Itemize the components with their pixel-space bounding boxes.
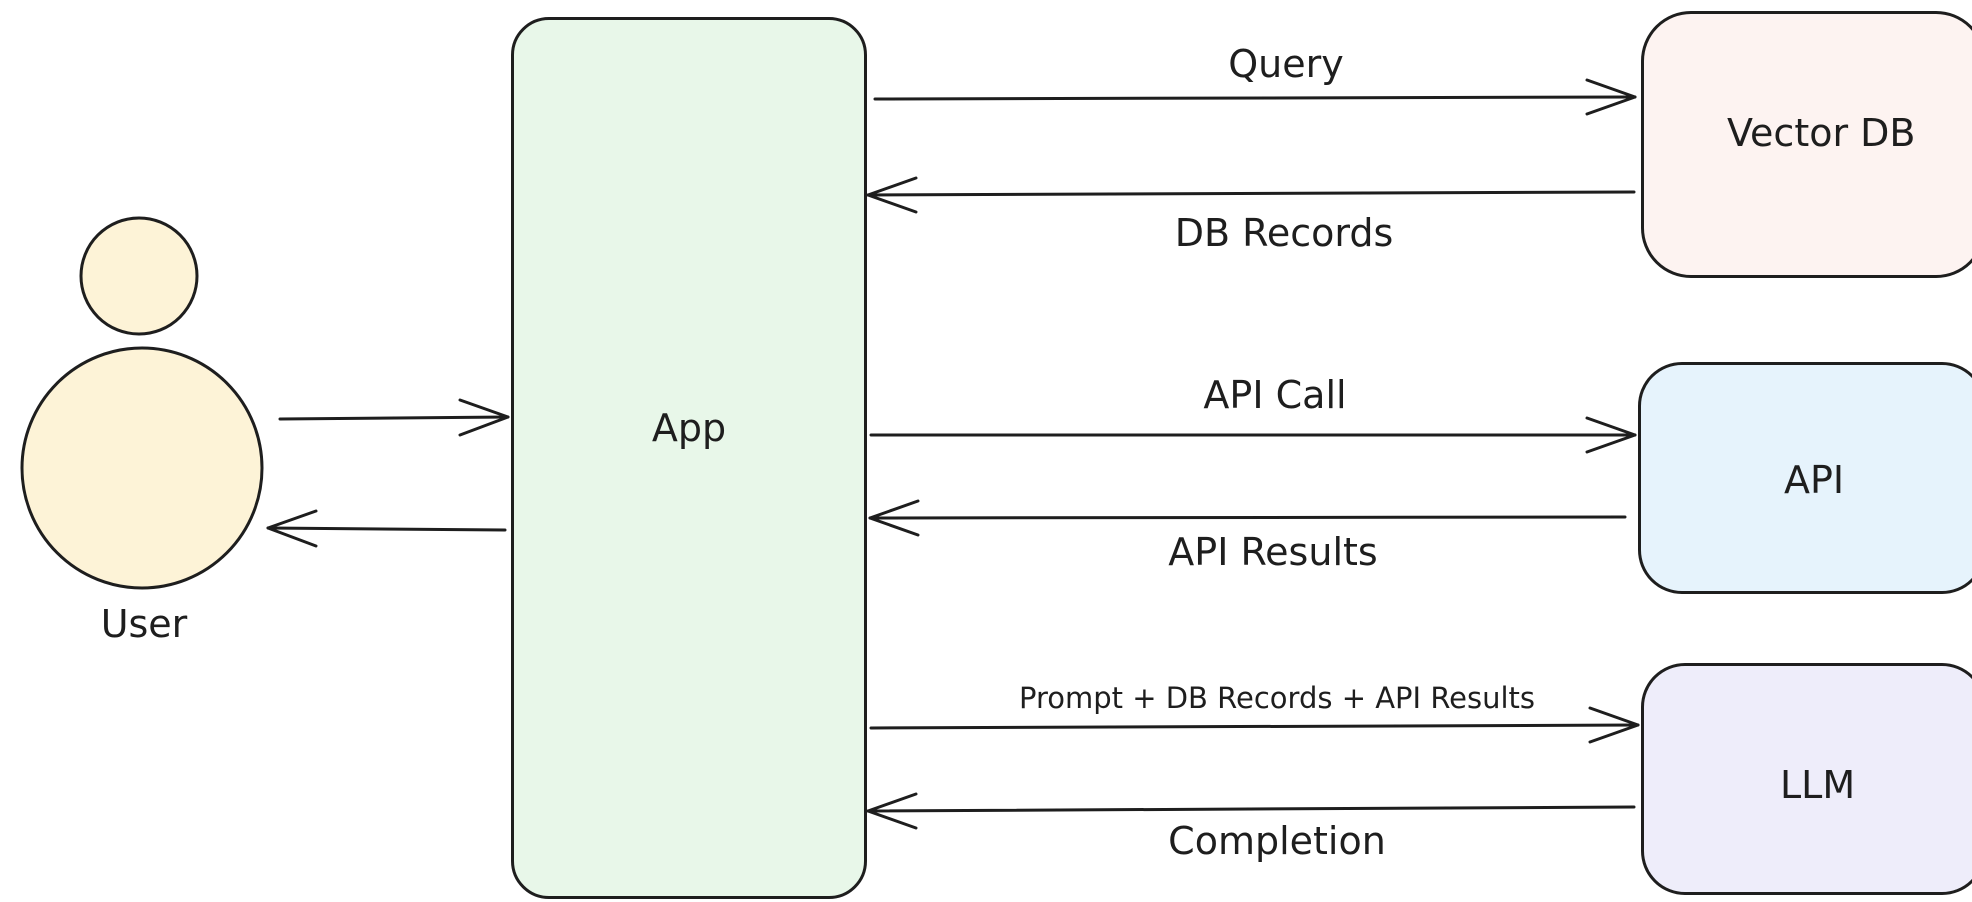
arrow-user-to-app [278,398,510,437]
api-label: API [1784,458,1845,502]
arrow-prompt [869,706,1640,744]
edge-label-prompt: Prompt + DB Records + API Results [1018,681,1536,715]
vector-db-label: Vector DB [1727,110,1916,155]
arrow-db-records [866,176,1636,214]
app-label: App [651,406,727,450]
edge-label-api-call: API Call [1203,373,1347,417]
user-label: User [100,602,188,646]
user-body [20,346,264,590]
app-box: App [511,17,867,899]
edge-label-api-results: API Results [1168,530,1378,574]
arrow-app-to-user [266,509,507,548]
arrow-completion [866,792,1636,830]
user-head [79,216,199,336]
edge-label-query: Query [1228,42,1344,86]
arrow-api-results [868,499,1627,537]
llm-label: LLM [1780,763,1856,807]
llm-box: LLM [1641,663,1972,895]
arrow-query [873,78,1637,116]
edge-label-db-records: DB Records [1174,211,1394,255]
vector-db-box: Vector DB [1641,11,1972,278]
api-box: API [1638,362,1972,594]
edge-label-completion: Completion [1168,819,1386,863]
arrow-api-call [869,416,1637,454]
